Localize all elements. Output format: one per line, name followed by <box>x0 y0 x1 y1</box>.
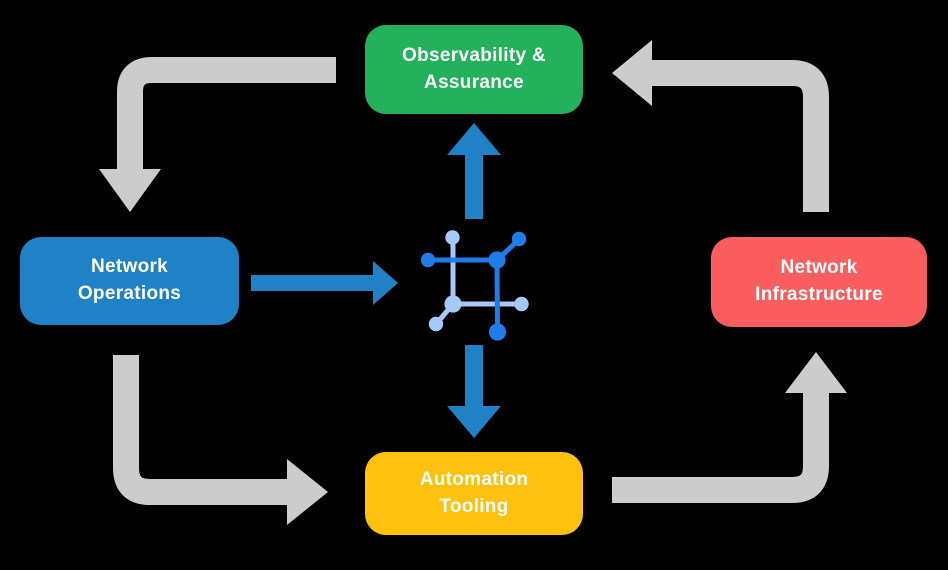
arrow-head-right-icon <box>287 459 328 525</box>
arrow-shaft <box>465 150 483 219</box>
node-automation-tooling-label: Automation Tooling <box>419 468 529 517</box>
arrow-network-infrastructure-to-observability <box>612 40 829 212</box>
arrow-head-left-icon <box>612 40 652 106</box>
arrow-head-up-icon <box>447 123 501 155</box>
arrow-head-down-icon <box>99 169 161 212</box>
arrow-network-operations-to-automation-tooling <box>113 355 328 525</box>
arrow-observability-to-network-operations <box>99 57 336 212</box>
arrow-shaft <box>117 57 336 172</box>
arrow-center-to-observability <box>447 123 501 219</box>
arrow-shaft <box>465 345 483 409</box>
arrow-shaft <box>612 392 829 503</box>
icon-dark-branch <box>420 231 527 341</box>
node-network-operations-label: Network Operations <box>77 256 182 304</box>
network-automation-icon <box>420 230 529 341</box>
arrow-center-to-automation-tooling <box>447 345 501 438</box>
node-network-infrastructure-label: Network Infrastructure <box>755 257 883 305</box>
arrow-head-up-icon <box>785 352 847 393</box>
arrow-shaft <box>113 355 288 505</box>
arrow-network-operations-to-center <box>251 261 398 305</box>
arrow-head-down-icon <box>447 406 501 438</box>
node-observability-assurance-label: Observability & Assurance <box>402 44 546 93</box>
arrow-automation-tooling-to-network-infrastructure <box>612 352 847 503</box>
arrow-shaft <box>251 275 375 291</box>
arrow-head-right-icon <box>373 261 398 305</box>
node-network-infrastructure: Network Infrastructure <box>711 237 927 327</box>
arrow-shaft <box>652 60 829 212</box>
icon-light-branch <box>428 230 529 332</box>
node-observability-assurance: Observability & Assurance <box>365 25 583 114</box>
node-automation-tooling: Automation Tooling <box>365 452 583 535</box>
node-network-operations: Network Operations <box>20 237 239 325</box>
